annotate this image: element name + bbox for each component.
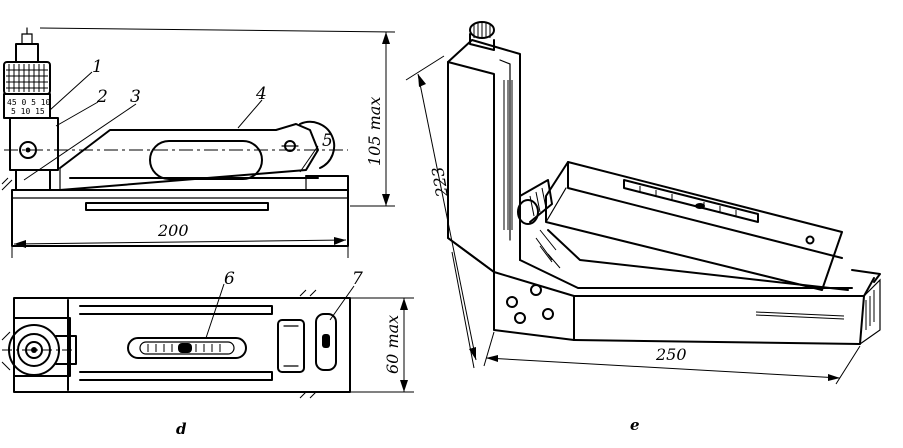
dimension-60-label: 60 max xyxy=(383,315,402,374)
dimension-105 xyxy=(39,27,396,207)
callout-6-leader xyxy=(205,283,225,339)
callout-1: 1 xyxy=(92,57,103,77)
level-plan-view xyxy=(1,289,351,399)
level-side-view xyxy=(1,27,349,247)
callout-6: 6 xyxy=(224,269,235,289)
caption-d: d xyxy=(176,420,187,438)
dimension-105-label: 105 max xyxy=(365,97,384,166)
caption-e: e xyxy=(630,416,640,434)
callout-leaders xyxy=(23,71,319,181)
callout-4: 4 xyxy=(255,84,267,104)
dimension-250 xyxy=(483,331,861,385)
dimension-250-label: 250 xyxy=(655,345,687,364)
callout-3: 3 xyxy=(130,87,141,107)
callout-7: 7 xyxy=(352,269,363,289)
dimension-60 xyxy=(350,297,414,393)
dimension-200-label: 200 xyxy=(157,221,189,240)
micrometer-scale-row1: 45 0 5 10 xyxy=(7,98,51,107)
dimension-200 xyxy=(11,237,349,258)
square-level-view xyxy=(447,21,881,345)
callout-7-leader xyxy=(329,285,355,321)
dimension-223 xyxy=(405,55,477,369)
micrometer-scale-row2: 5 10 15 xyxy=(11,107,45,116)
callout-2: 2 xyxy=(96,87,108,107)
callout-5: 5 xyxy=(322,131,333,151)
